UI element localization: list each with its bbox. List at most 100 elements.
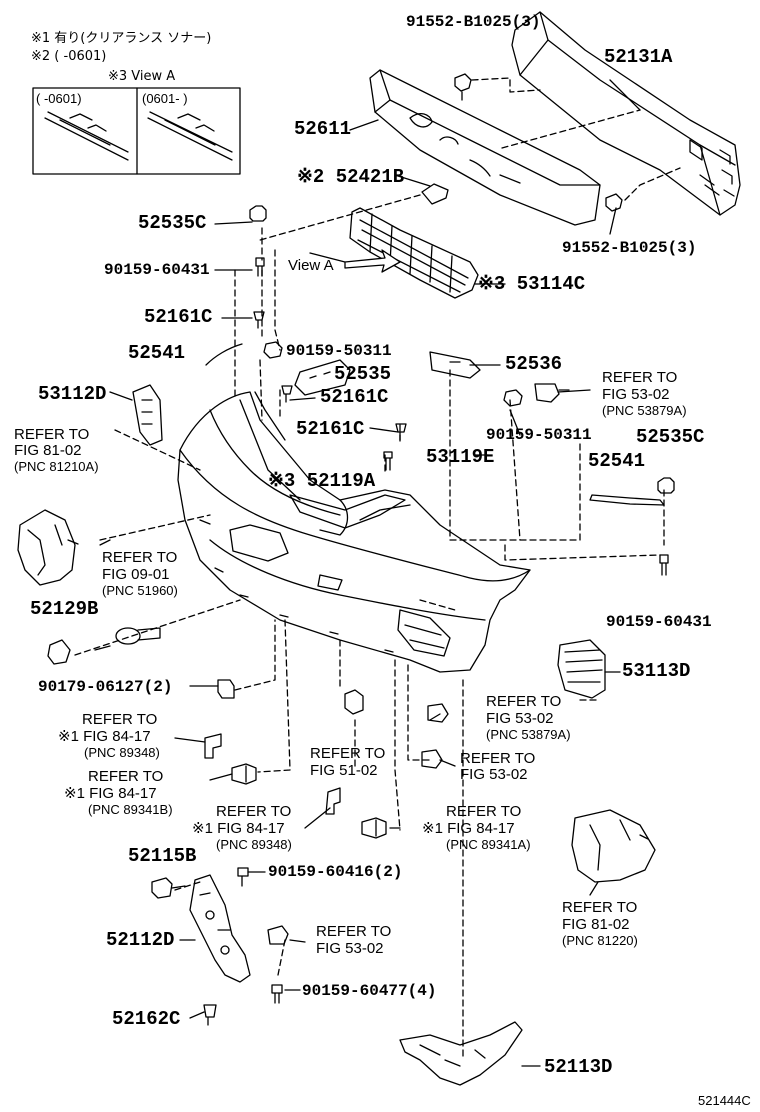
clip-52535c-top [249,205,267,222]
label-52161c-a: 52161C [144,306,213,328]
ref-84-17-c-line3: (PNC 89348) [216,837,292,852]
ref-53-02-a-line3: (PNC 53879A) [602,403,687,418]
label-view-a: View A [288,257,334,274]
label-90159-50311-a: 90159-50311 [286,342,392,360]
ref-84-17-c-line2: ※1 FIG 84-17 [192,820,285,837]
ref-81-02-b-line1: REFER TO [562,899,638,916]
ref-53-02-b-line1: REFER TO [486,693,562,710]
label-52113d: 52113D [544,1056,613,1078]
view-a-arrow [344,249,401,273]
label-53119e: 53119E [426,446,495,468]
screw-90159-60431-b [659,554,669,576]
ref-84-17-d-line2: ※1 FIG 84-17 [422,820,515,837]
ref-81-02-b-line2: FIG 81-02 [562,916,630,933]
ref-84-17-d-line3: (PNC 89341A) [446,837,531,852]
ref-84-17-a-line1: REFER TO [82,711,158,728]
sonar-sensor-a [231,763,257,785]
clip-52421b [421,183,449,205]
label-52161c-b: 52161C [320,386,389,408]
sonar-bracket-a [204,733,222,759]
ref-53-02-a-line2: FIG 53-02 [602,386,670,403]
label-52535c-a: 52535C [138,212,207,234]
ref-53-02-c-line1: REFER TO [460,750,536,767]
screw-90159-60431-a [255,257,265,277]
label-91552-b1025-top: 91552-B1025(3) [406,13,541,31]
diagram-id: 521444C [698,1093,751,1108]
label-90159-60431-a: 90159-60431 [104,261,210,279]
label-90159-60431-b: 90159-60431 [606,613,712,631]
label-90159-60416: 90159-60416(2) [268,863,403,881]
label-53113d: 53113D [622,660,691,682]
ref-84-17-a-line3: (PNC 89348) [84,745,160,760]
label-52162c: 52162C [112,1008,181,1030]
sonar-bracket-b [325,787,341,815]
clip-53-02-d [267,925,289,945]
label-90159-60477: 90159-60477(4) [302,982,437,1000]
tow-hook [115,627,161,645]
ref-53-02-d-line2: FIG 53-02 [316,940,384,957]
ref-81-02-a-line1: REFER TO [14,426,90,443]
clip-90179 [217,679,235,699]
bracket-52112d [189,874,251,983]
label-91552-b1025-bottom: 91552-B1025(3) [562,239,697,257]
label-52421b: ※2 52421B [297,166,405,188]
strip-52541-right [589,494,665,506]
ref-84-17-a-line2: ※1 FIG 84-17 [58,728,151,745]
bracket-52535 [294,359,351,396]
view-a-inset [32,87,241,175]
dashed-leaders [74,77,681,1061]
label-52115b: 52115B [128,845,197,867]
ref-09-01-line2: FIG 09-01 [102,566,170,583]
clip-52161c-c [395,423,407,441]
bumper-grille [349,207,479,299]
label-90179-06127: 90179-06127(2) [38,678,173,696]
label-53112d: 53112D [38,383,107,405]
cap-52129b [47,639,71,665]
label-52131a: 52131A [604,46,673,68]
ref-84-17-d-line1: REFER TO [446,803,522,820]
screw-90159-60477 [271,984,283,1004]
nut-90159-50311-a [263,341,283,359]
ref-84-17-b-line2: ※1 FIG 84-17 [64,785,157,802]
label-52541-b: 52541 [588,450,646,472]
label-90159-50311-b: 90159-50311 [486,426,592,444]
note-3: ※3 View A [108,69,176,84]
screw-90159-60416 [237,867,249,887]
label-52536: 52536 [505,353,563,375]
view-a-box-right-label: (0601- ) [142,91,188,106]
label-52541-a: 52541 [128,342,186,364]
ref-09-01-line3: (PNC 51960) [102,583,178,598]
clip-52162c [203,1004,217,1026]
clip-53-02-c [421,749,443,769]
fog-lamp-right [571,809,656,883]
bolt-91552-bottom [605,193,623,212]
label-52161c-c: 52161C [296,418,365,440]
nut-90159-50311-b [503,389,523,407]
energy-absorber [369,69,601,226]
bumper-cover [177,391,531,673]
ref-53-02-a-line1: REFER TO [602,369,678,386]
ref-53-02-d-line1: REFER TO [316,923,392,940]
ref-81-02-a-line2: FIG 81-02 [14,442,82,459]
screw-53119e [383,451,393,471]
label-52112d: 52112D [106,929,175,951]
connector-53879a-b [427,703,449,723]
label-52129b: 52129B [30,598,99,620]
bracket-53112d [132,384,163,446]
ref-84-17-c-line1: REFER TO [216,803,292,820]
ref-53-02-c-line2: FIG 53-02 [460,766,528,783]
note-2: ※2 ( -0601) [31,49,107,64]
clip-52115b [151,877,173,899]
bracket-52536 [429,351,481,379]
label-53114c: ※3 53114C [478,273,586,295]
fog-lamp-left [17,509,79,586]
clip-52161c-a [253,311,265,329]
ref-53-02-b-line2: FIG 53-02 [486,710,554,727]
ref-51-02-line2: FIG 51-02 [310,762,378,779]
sonar-sensor-b [361,817,387,839]
bolt-91552-top [454,73,472,101]
label-52535: 52535 [334,363,392,385]
grille-53113d [557,639,606,699]
clip-51-02 [344,689,364,715]
